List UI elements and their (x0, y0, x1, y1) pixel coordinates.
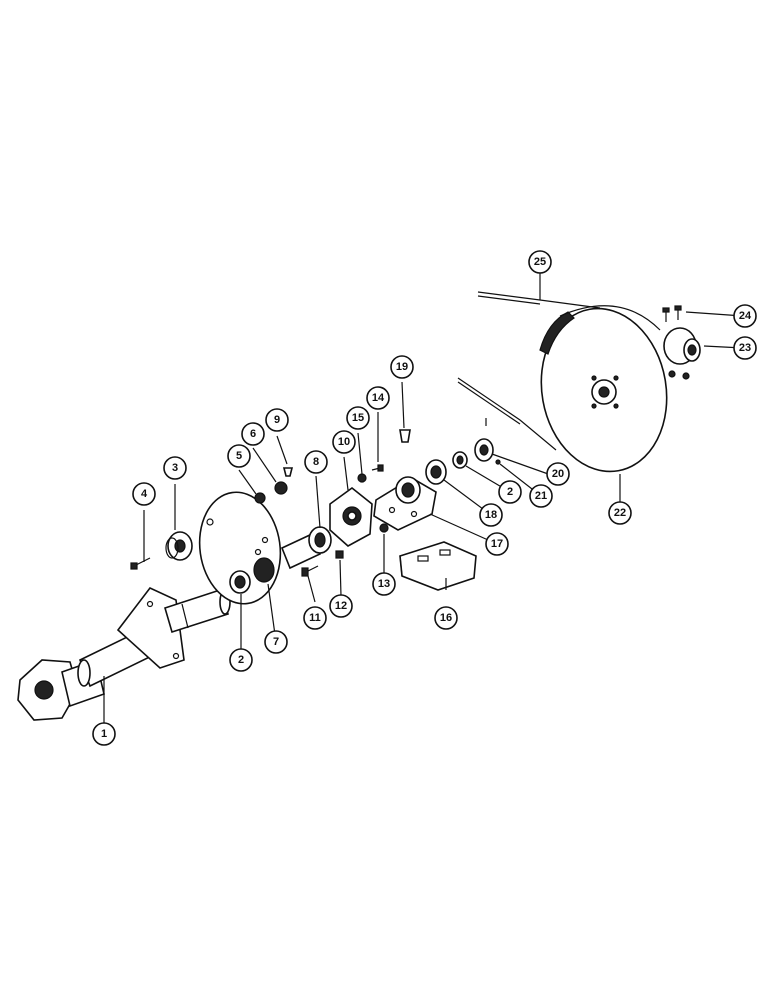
washer-part-2 (452, 451, 468, 469)
callout-18: 18 (479, 503, 503, 527)
callout-12: 12 (329, 594, 353, 618)
callout-21: 21 (529, 484, 553, 508)
bracket-part-16 (399, 541, 477, 591)
callout-6-label: 6 (250, 428, 256, 440)
callout-19: 19 (390, 355, 414, 379)
callout-5-label: 5 (236, 450, 242, 462)
bearing-flange-part-10 (329, 486, 373, 547)
callout-14: 14 (366, 386, 390, 410)
callout-13: 13 (372, 572, 396, 596)
bolt-part-11 (301, 565, 319, 577)
callout-22-label: 22 (614, 507, 626, 519)
grease-fitting-part-19 (399, 429, 411, 443)
callout-1-label: 1 (101, 728, 107, 740)
callout-6: 6 (241, 422, 265, 446)
callout-8: 8 (304, 450, 328, 474)
callout-15: 15 (346, 406, 370, 430)
callout-24-label: 24 (739, 310, 752, 322)
callout-14-label: 14 (372, 392, 385, 404)
bolt-part-4 (130, 557, 151, 570)
callout-11: 11 (303, 606, 327, 630)
hub-part-23 (663, 327, 701, 380)
nut-part-12 (335, 550, 344, 559)
callout-5: 5 (227, 444, 251, 468)
callout-9-label: 9 (274, 414, 280, 426)
callout-11-label: 11 (309, 612, 321, 624)
hardware-13-14-15 (357, 464, 389, 533)
callout-9: 9 (265, 408, 289, 432)
callout-22: 22 (608, 501, 632, 525)
callout-2b-label: 2 (507, 486, 513, 498)
callout-2a: 2 (229, 648, 253, 672)
callout-20-label: 20 (552, 468, 564, 480)
callout-19-label: 19 (396, 361, 408, 373)
callout-10-label: 10 (338, 436, 350, 448)
callout-24: 24 (733, 304, 757, 328)
callout-13-label: 13 (378, 578, 390, 590)
callout-12-label: 12 (335, 600, 347, 612)
bolts-part-24 (662, 305, 682, 322)
callout-20: 20 (546, 462, 570, 486)
callout-17: 17 (485, 532, 509, 556)
callout-3-label: 3 (172, 462, 178, 474)
callout-17-label: 17 (491, 538, 503, 550)
bearing-part-20 (474, 418, 501, 465)
callout-7: 7 (264, 630, 288, 654)
callout-4-label: 4 (141, 488, 148, 500)
roller-part-3 (165, 531, 193, 561)
shaft-assembly (17, 587, 231, 721)
callout-7-label: 7 (273, 636, 279, 648)
callout-1: 1 (92, 722, 116, 746)
callout-23-label: 23 (739, 342, 751, 354)
wheel-part-22 (457, 291, 668, 473)
callout-21-label: 21 (535, 490, 547, 502)
callout-23: 23 (733, 336, 757, 360)
callout-3: 3 (163, 456, 187, 480)
disk-part-7 (198, 491, 282, 605)
hardware-5-6-9 (254, 467, 294, 504)
bearing-part-18 (395, 459, 447, 504)
callout-2b: 2 (498, 480, 522, 504)
callout-25-label: 25 (534, 256, 546, 268)
callout-16-label: 16 (440, 612, 452, 624)
callout-4: 4 (132, 482, 156, 506)
callout-2a-label: 2 (238, 654, 244, 666)
callout-25: 25 (528, 250, 552, 274)
callout-8-label: 8 (313, 456, 319, 468)
callout-10: 10 (332, 430, 356, 454)
bushing-part-8 (280, 526, 332, 570)
callout-15-label: 15 (352, 412, 364, 424)
callout-16: 16 (434, 606, 458, 630)
callout-18-label: 18 (485, 509, 497, 521)
